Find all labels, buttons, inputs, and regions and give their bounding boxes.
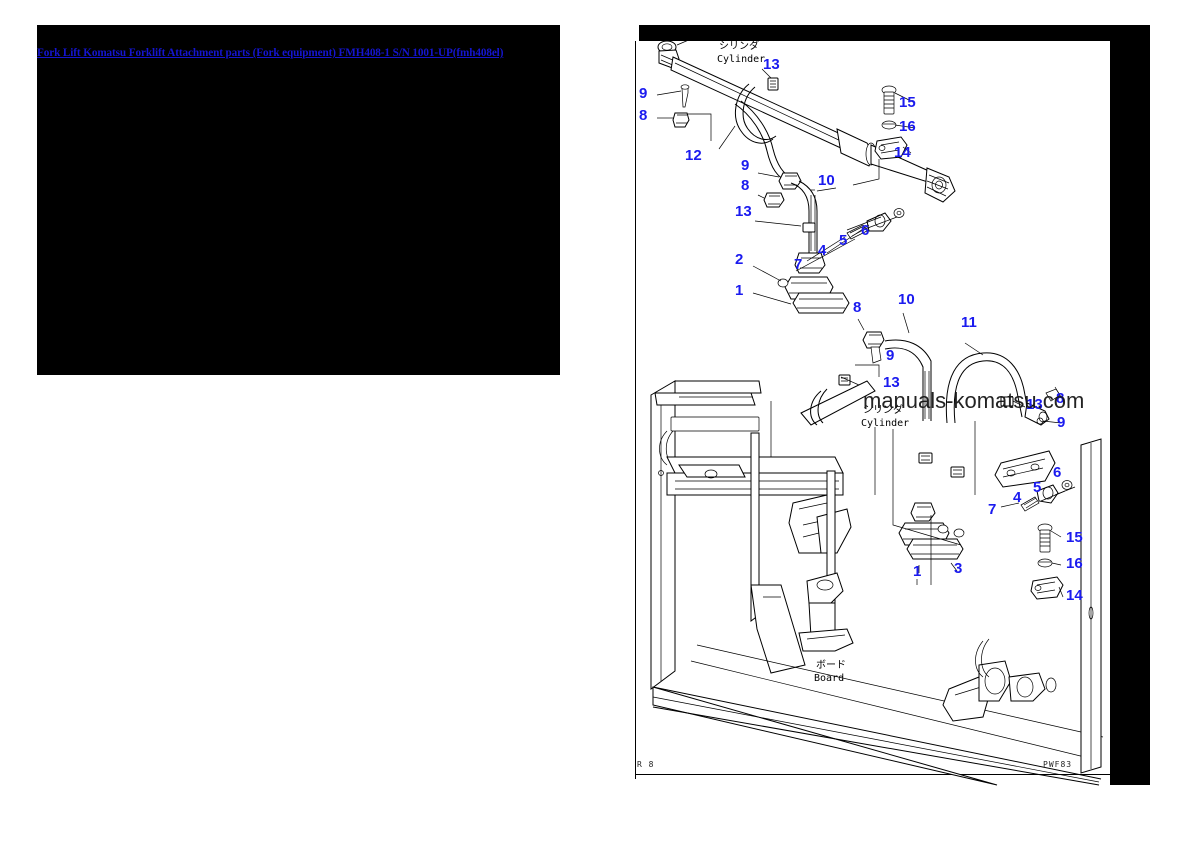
- callout-13: 13: [735, 203, 752, 220]
- callout-13: 13: [883, 374, 900, 391]
- callout-14: 14: [1066, 587, 1083, 604]
- diagram-top-band: [639, 25, 1150, 41]
- callout-9: 9: [886, 347, 894, 364]
- callout-8: 8: [1056, 390, 1064, 407]
- callout-7: 7: [988, 501, 996, 518]
- corner-code-bottom-right: PWF83: [1043, 760, 1072, 769]
- callout-5: 5: [839, 232, 847, 249]
- label-board-en: Board: [814, 673, 844, 684]
- callout-16: 16: [1066, 555, 1083, 572]
- corner-code-bottom-left: R 8: [637, 760, 654, 769]
- callout-9: 9: [741, 157, 749, 174]
- label-cylinder-en-mid: Cylinder: [861, 418, 909, 429]
- callout-4: 4: [818, 242, 827, 259]
- callout-6: 6: [861, 222, 869, 239]
- drawing-frame-border: [635, 41, 1109, 779]
- bolt-washer-bracket-lower: [1030, 523, 1064, 600]
- callout-1: 1: [735, 282, 743, 299]
- lower-valve-block: [898, 502, 965, 585]
- callout-7: 7: [794, 256, 802, 273]
- page-title-link[interactable]: Fork Lift Komatsu Forklift Attachment pa…: [37, 47, 504, 59]
- parts-diagram-panel: シリンダ Cylinder シリンダ Cylinder ボード Board 13…: [631, 25, 1150, 786]
- callout-numbers: 13 9 8 12 9 8 10 13 15 16 14 6 5 4 7 2 1…: [639, 56, 1083, 604]
- callout-13: 13: [763, 56, 780, 73]
- diagram-text-labels: シリンダ Cylinder シリンダ Cylinder ボード Board: [717, 39, 909, 684]
- site-watermark: manuals-komatsu.com: [863, 388, 1084, 413]
- middle-hose-assembly: [800, 312, 1062, 488]
- callout-3: 3: [954, 560, 962, 577]
- callout-12: 12: [685, 147, 702, 164]
- drawing-frame-bottom-border: [635, 774, 1110, 775]
- callout-1: 1: [913, 563, 921, 580]
- callout-5: 5: [1033, 479, 1041, 496]
- callout-4: 4: [1013, 489, 1022, 506]
- callout-9: 9: [1057, 414, 1065, 431]
- callout-15: 15: [1066, 529, 1083, 546]
- callout-9: 9: [639, 85, 647, 102]
- label-board-jp: ボード: [816, 659, 846, 671]
- callout-8: 8: [741, 177, 749, 194]
- callout-13: 13: [1026, 396, 1043, 413]
- callout-8: 8: [639, 107, 647, 124]
- callout-2: 2: [735, 251, 743, 268]
- callout-11: 11: [961, 314, 977, 331]
- callout-10: 10: [898, 291, 915, 308]
- label-cylinder-en-top: Cylinder: [717, 54, 765, 65]
- diagram-right-band: [1110, 25, 1150, 785]
- callout-16: 16: [899, 118, 916, 135]
- callout-6: 6: [1053, 464, 1061, 481]
- bolt-washer-bracket-upper: [852, 85, 916, 186]
- upper-cylinder-assembly: [656, 38, 956, 314]
- image-placeholder-panel: Fork Lift Komatsu Forklift Attachment pa…: [37, 25, 560, 375]
- callout-10: 10: [818, 172, 835, 189]
- callout-8: 8: [853, 299, 861, 316]
- parts-drawing: シリンダ Cylinder シリンダ Cylinder ボード Board 13…: [637, 38, 1104, 786]
- carriage-board-structure: [650, 380, 1104, 786]
- label-cylinder-jp-top: シリンダ: [719, 39, 759, 52]
- lower-small-parts: [1000, 480, 1076, 512]
- callout-15: 15: [899, 94, 916, 111]
- label-cylinder-jp-mid: シリンダ: [863, 403, 903, 416]
- callout-14: 14: [894, 144, 911, 161]
